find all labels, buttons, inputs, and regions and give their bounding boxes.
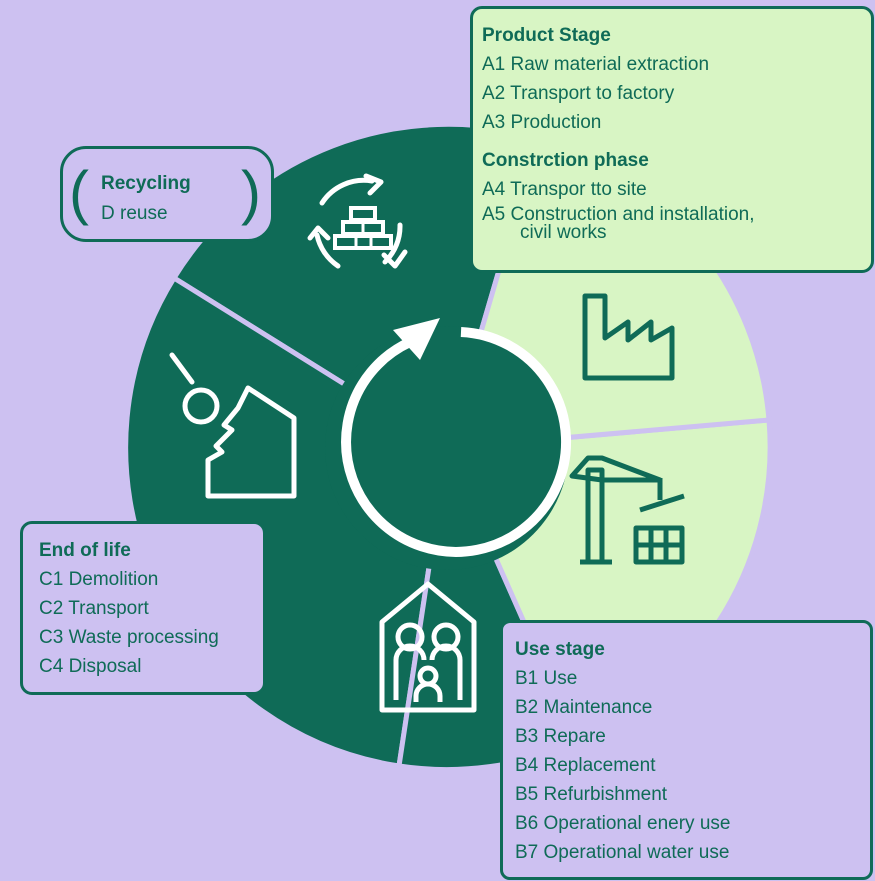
end-of-life-box: End of life C1 Demolition C2 Transport C… — [20, 521, 266, 695]
use-item-b2: B2 Maintenance — [515, 697, 653, 718]
cycle-arrow-icon — [341, 318, 571, 557]
product-item-a1: A1 Raw material extraction — [482, 54, 710, 75]
recycling-title: Recycling — [101, 173, 191, 194]
use-item-b6: B6 Operational enery use — [515, 813, 731, 834]
center-disc — [325, 326, 569, 570]
recycling-box: ( ) Recycling D reuse — [60, 146, 274, 242]
end-item-c4: C4 Disposal — [39, 656, 142, 677]
use-item-b7: B7 Operational water use — [515, 842, 730, 863]
factory-icon — [582, 293, 675, 381]
left-paren: ( — [69, 159, 89, 226]
construction-item-a5: A5 Construction and installation, — [482, 204, 755, 225]
end-item-c3: C3 Waste processing — [39, 627, 219, 648]
end-item-c2: C2 Transport — [39, 598, 149, 619]
construction-item-a4: A4 Transpor tto site — [482, 179, 647, 200]
product-item-a2: A2 Transport to factory — [482, 83, 675, 104]
use-stage-box: Use stage B1 Use B2 Maintenance B3 Repar… — [500, 620, 873, 880]
use-item-b5: B5 Refurbishment — [515, 784, 668, 805]
use-item-b3: B3 Repare — [515, 726, 606, 747]
end-of-life-title: End of life — [39, 540, 131, 561]
product-item-a3: A3 Production — [482, 112, 602, 133]
construction-item-a5-continued: civil works — [520, 222, 607, 243]
demolition-icon — [169, 352, 297, 499]
product-stage-title: Product Stage — [482, 25, 611, 46]
use-stage-title: Use stage — [515, 639, 605, 660]
end-item-c1: C1 Demolition — [39, 569, 159, 590]
recycle-bricks-icon — [307, 173, 408, 269]
right-paren: ) — [241, 159, 261, 226]
use-item-b1: B1 Use — [515, 668, 578, 689]
use-item-b4: B4 Replacement — [515, 755, 656, 776]
family-house-icon — [379, 581, 477, 713]
crane-icon — [569, 455, 685, 565]
recycling-item-d: D reuse — [101, 203, 168, 224]
construction-title: Constrction phase — [482, 150, 649, 171]
product-stage-box: Product Stage A1 Raw material extraction… — [470, 6, 874, 273]
